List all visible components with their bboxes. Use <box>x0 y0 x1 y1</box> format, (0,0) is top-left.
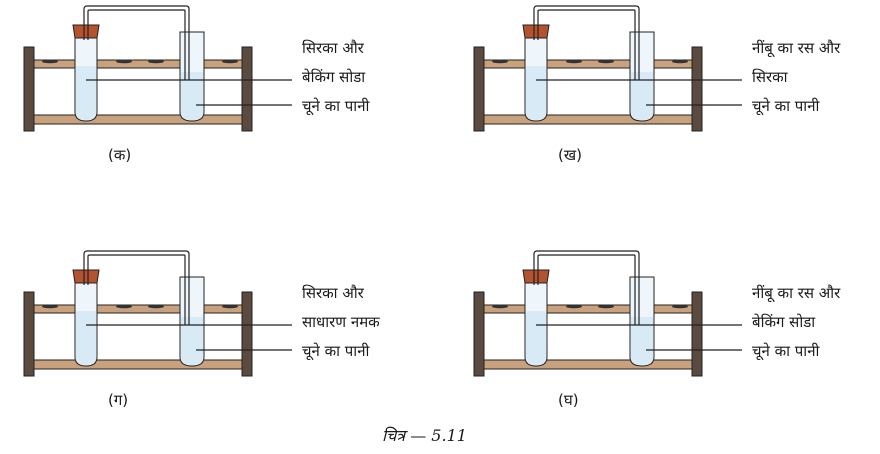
label-reactants-line1: नींबू का रस और <box>752 284 841 303</box>
label-lime-water: चूने का पानी <box>302 97 371 116</box>
label-reactants-line2: साधारण नमक <box>302 313 380 331</box>
label-reactants-line1: सिरका और <box>302 39 365 57</box>
label-reactants-line1: सिरका और <box>302 284 365 302</box>
panel-caption: (क) <box>108 146 131 164</box>
rack-apparatus-icon <box>23 5 293 132</box>
panel-ka: सिरका और बेकिंग सोडा चूने का पानी (क) <box>23 5 371 164</box>
panel-kha: नींबू का रस और सिरका चूने का पानी (ख) <box>473 5 841 164</box>
panel-caption: (ग) <box>108 391 128 409</box>
panel-caption: (ख) <box>558 146 582 164</box>
label-lime-water: चूने का पानी <box>302 342 371 361</box>
rack-apparatus-icon <box>473 250 743 377</box>
label-lime-water: चूने का पानी <box>752 342 821 361</box>
label-lime-water: चूने का पानी <box>752 97 821 116</box>
rack-apparatus-icon <box>23 250 293 377</box>
panel-ga: सिरका और साधारण नमक चूने का पानी (ग) <box>23 250 380 409</box>
panel-caption: (घ) <box>558 391 579 409</box>
label-reactants-line2: बेकिंग सोडा <box>752 313 816 331</box>
label-reactants-line2: सिरका <box>752 68 789 86</box>
rack-apparatus-icon <box>473 5 743 132</box>
figure-caption: चित्र — 5.11 <box>382 426 467 445</box>
label-reactants-line2: बेकिंग सोडा <box>302 68 366 86</box>
panel-gha: नींबू का रस और बेकिंग सोडा चूने का पानी … <box>473 250 841 409</box>
label-reactants-line1: नींबू का रस और <box>752 39 841 58</box>
